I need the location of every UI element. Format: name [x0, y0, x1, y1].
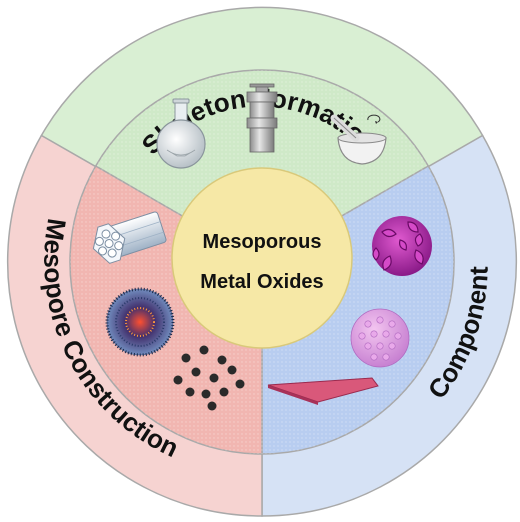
- center-title-line1: Mesoporous: [203, 231, 322, 253]
- nanoflower-icon: [372, 216, 432, 276]
- nanoparticle-cluster-icon: [173, 345, 245, 411]
- micelle-sphere-icon: [105, 287, 175, 357]
- porous-sphere-icon: [350, 308, 410, 368]
- autoclave-icon: [246, 83, 278, 153]
- hexagonal-nanorod-bundle-icon: [92, 211, 167, 264]
- center-hub: Mesoporous Metal Oxides: [171, 167, 353, 349]
- nanosheet-icon: [267, 377, 379, 405]
- mortar-pestle-icon: [330, 114, 387, 165]
- center-title-line2: Metal Oxides: [200, 271, 323, 293]
- round-bottom-flask-icon: [156, 98, 206, 169]
